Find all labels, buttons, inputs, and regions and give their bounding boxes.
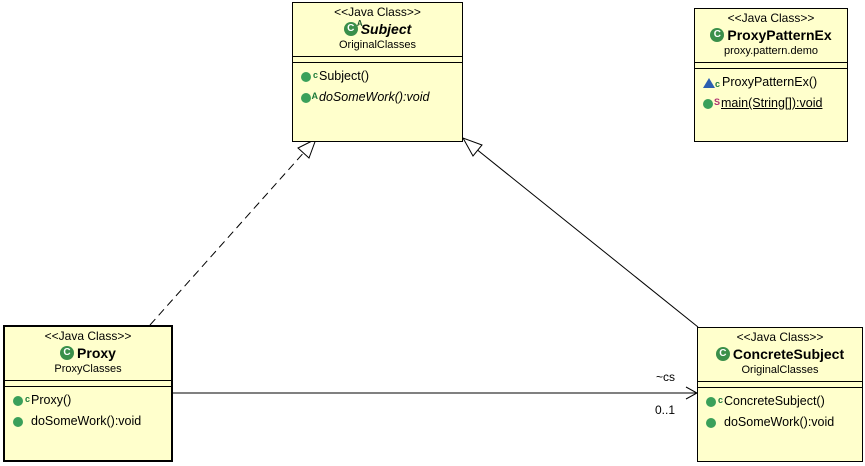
operation-label: doSomeWork():void — [31, 414, 142, 428]
class-icon: C — [710, 28, 725, 42]
class-header: <<Java Class>> C ConcreteSubject Origina… — [698, 328, 862, 382]
class-box-proxypatternex[interactable]: <<Java Class>> C ProxyPatternEx proxy.pa… — [694, 8, 848, 142]
operation-constructor[interactable]: c ConcreteSubject() — [706, 391, 862, 412]
package-label: ProxyClasses — [54, 363, 122, 375]
class-header: <<Java Class>> C Proxy ProxyClasses — [5, 327, 171, 381]
operation-label: ConcreteSubject() — [724, 394, 825, 408]
package-label: proxy.pattern.demo — [724, 45, 818, 57]
static-method-icon: S — [703, 97, 720, 109]
class-name-text: ProxyPatternEx — [727, 27, 832, 43]
generalization-arrowhead-right — [461, 137, 483, 157]
protected-constructor-icon: c — [703, 77, 720, 89]
package-label: OriginalClasses — [338, 39, 417, 51]
operations-compartment: c Proxy() doSomeWork():void — [5, 387, 171, 434]
association-arrowhead — [685, 386, 699, 400]
class-box-proxy[interactable]: <<Java Class>> C Proxy ProxyClasses c Pr… — [3, 325, 173, 462]
public-method-icon — [706, 417, 716, 428]
operations-compartment: c ProxyPatternEx() S main(String[]):void — [695, 69, 847, 116]
operation-label: main(String[]):void — [721, 96, 823, 110]
attributes-compartment — [5, 381, 171, 387]
attributes-compartment — [293, 57, 462, 63]
operation-constructor[interactable]: c Proxy() — [13, 390, 171, 411]
operation-label: Proxy() — [31, 393, 72, 407]
package-label: OriginalClasses — [741, 364, 819, 376]
class-name: C Proxy — [5, 344, 171, 362]
abstract-method-icon: A — [301, 91, 318, 103]
class-name-text: Proxy — [77, 345, 116, 361]
stereotype-label: <<Java Class>> — [334, 5, 421, 19]
operation-method[interactable]: doSomeWork():void — [706, 412, 862, 433]
class-name-text: Subject — [360, 21, 412, 37]
operation-label: doSomeWork():void — [319, 90, 430, 104]
constructor-icon: c — [13, 394, 30, 406]
operation-constructor[interactable]: c ProxyPatternEx() — [703, 72, 847, 93]
operation-method[interactable]: doSomeWork():void — [13, 411, 171, 432]
association-role-label: ~cs — [656, 370, 676, 384]
public-method-icon — [13, 416, 23, 427]
association-multiplicity-label: 0..1 — [655, 403, 676, 417]
operation-label: doSomeWork():void — [724, 415, 835, 429]
operations-compartment: c ConcreteSubject() doSomeWork():void — [698, 388, 862, 435]
stereotype-label: <<Java Class>> — [44, 329, 132, 343]
class-name: C ProxyPatternEx — [695, 26, 847, 44]
class-header: <<Java Class>> C ProxyPatternEx proxy.pa… — [695, 9, 847, 63]
stereotype-label: <<Java Class>> — [736, 330, 824, 344]
concrete-extends-subject-line — [464, 139, 699, 328]
stereotype-label: <<Java Class>> — [727, 11, 815, 25]
constructor-icon: c — [301, 70, 318, 82]
operation-constructor[interactable]: c Subject() — [301, 66, 462, 87]
class-name: C ConcreteSubject — [698, 345, 862, 363]
class-box-concretesubject[interactable]: <<Java Class>> C ConcreteSubject Origina… — [697, 327, 863, 462]
attributes-compartment — [698, 382, 862, 388]
class-name-text: ConcreteSubject — [732, 346, 845, 362]
operation-label: Subject() — [319, 69, 370, 83]
attributes-compartment — [695, 63, 847, 69]
operations-compartment: c Subject() A doSomeWork():void — [293, 63, 462, 110]
operation-label: ProxyPatternEx() — [722, 75, 818, 89]
constructor-icon: c — [706, 395, 723, 407]
proxy-realizes-subject-line — [149, 139, 316, 326]
class-icon: C — [715, 347, 730, 361]
class-icon: C — [60, 346, 75, 360]
operation-method[interactable]: S main(String[]):void — [703, 93, 847, 114]
operation-method[interactable]: A doSomeWork():void — [301, 87, 462, 108]
